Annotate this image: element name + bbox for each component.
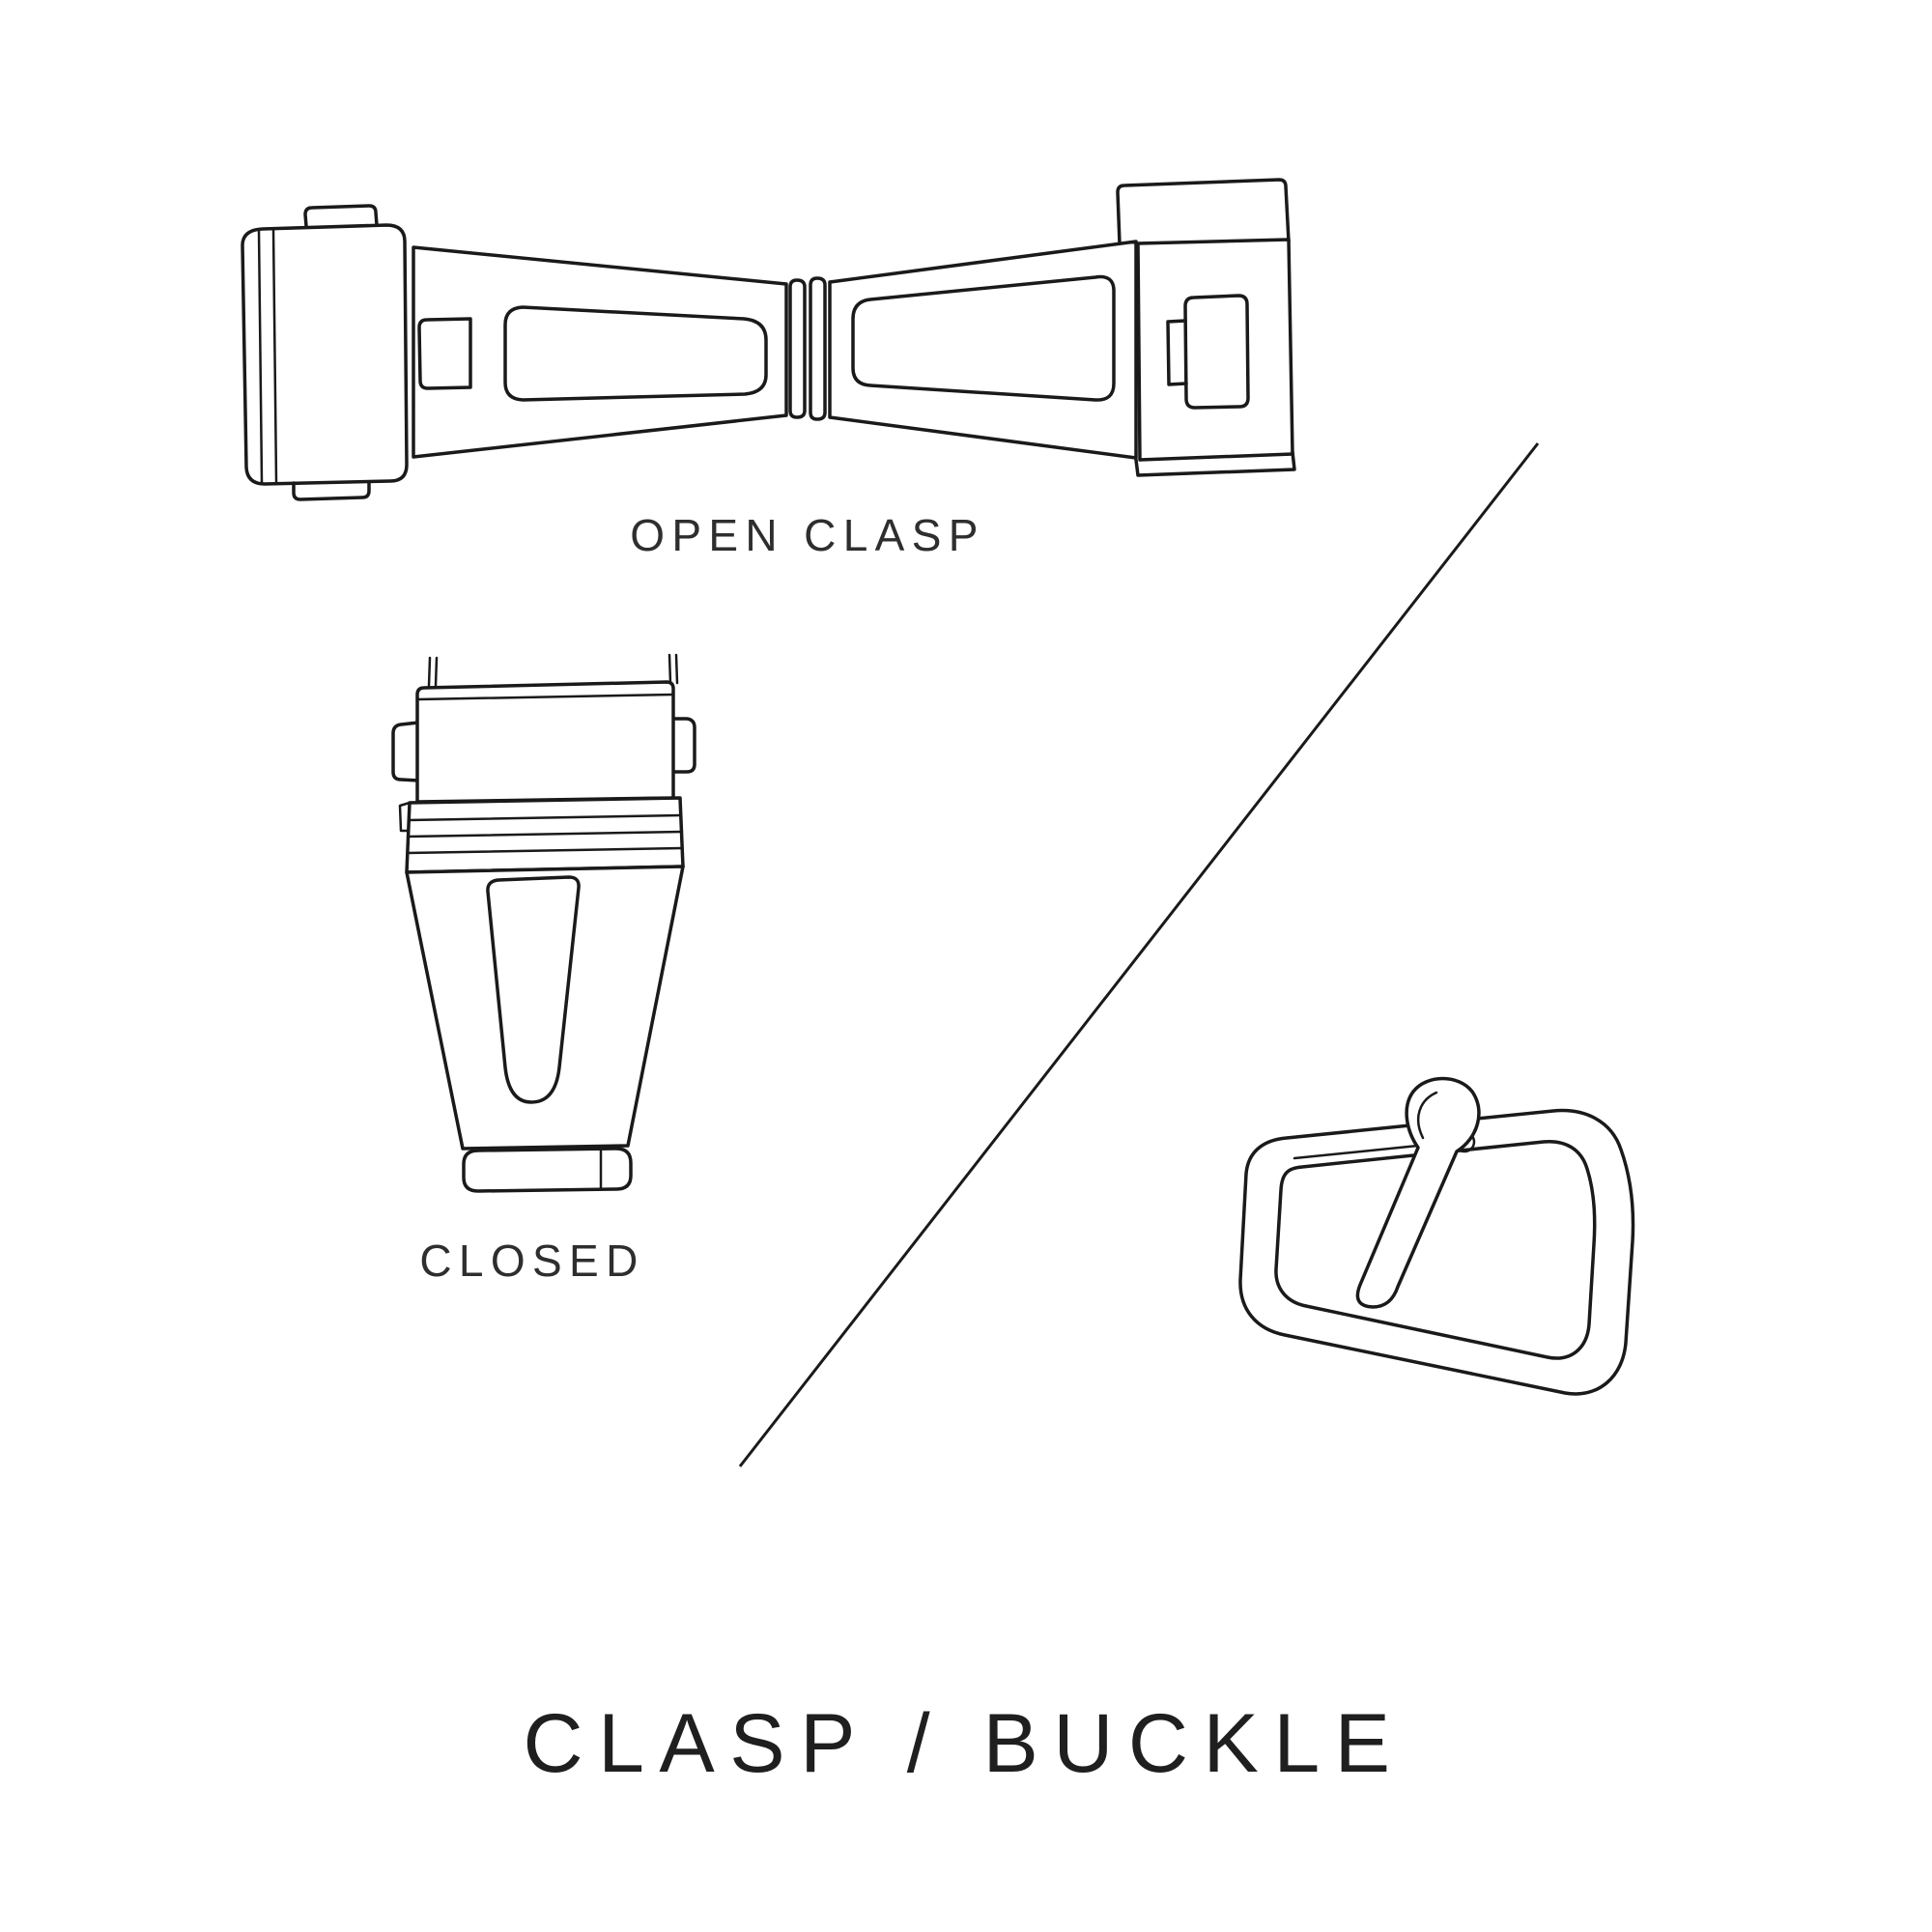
buckle-tongue-loop-line bbox=[1417, 1091, 1438, 1140]
closed-clasp-band-line-1 bbox=[407, 813, 683, 822]
buckle-spring-bar bbox=[1293, 1144, 1420, 1160]
open-clasp-top-bump bbox=[303, 204, 379, 228]
open-clasp-label: OPEN CLASP bbox=[630, 510, 985, 560]
closed-clasp-band-line-2 bbox=[406, 830, 684, 838]
open-clasp-bottom-bump bbox=[292, 480, 371, 501]
divider-line bbox=[738, 442, 1540, 1467]
closed-clasp-foot bbox=[462, 1147, 633, 1193]
open-clasp-left-link bbox=[241, 223, 409, 486]
open-clasp-hinge-bar-1 bbox=[788, 278, 807, 419]
open-clasp-end-top-tab bbox=[1116, 178, 1291, 245]
buckle-frame-outer bbox=[1238, 1108, 1635, 1396]
open-clasp-left-arm bbox=[412, 245, 788, 459]
buckle-frame-inner bbox=[1274, 1140, 1597, 1360]
diagram-title: CLASP / BUCKLE bbox=[523, 1697, 1406, 1790]
open-clasp-left-link-fold-line-1 bbox=[257, 229, 264, 484]
open-clasp-pusher-tab bbox=[417, 317, 472, 390]
open-clasp-right-arm bbox=[828, 240, 1138, 460]
closed-clasp-top-block-line bbox=[415, 693, 675, 701]
open-clasp-left-arm-slot bbox=[503, 305, 768, 402]
open-clasp-end-body bbox=[1136, 238, 1294, 462]
closed-clasp-band-line-3 bbox=[406, 846, 684, 855]
closed-clasp-label: CLOSED bbox=[419, 1236, 645, 1286]
closed-clasp-body bbox=[405, 865, 685, 1151]
open-clasp-hinge-bar-2 bbox=[809, 276, 827, 421]
open-clasp-end-bottom-strip bbox=[1134, 450, 1296, 477]
open-clasp-illustration bbox=[241, 178, 1296, 501]
closed-clasp-band-notch bbox=[398, 801, 412, 833]
buckle-illustration bbox=[1238, 1076, 1635, 1396]
closed-clasp-prong-right bbox=[668, 653, 679, 685]
closed-clasp-body-slot bbox=[486, 875, 581, 1104]
closed-clasp-prong-left bbox=[427, 656, 439, 688]
buckle-tongue bbox=[1355, 1076, 1481, 1309]
closed-clasp-ear-left bbox=[391, 721, 420, 782]
closed-clasp-top-block bbox=[415, 680, 675, 804]
open-clasp-left-link-fold-line-2 bbox=[271, 228, 278, 484]
open-clasp-right-arm-slot bbox=[851, 274, 1116, 402]
closed-clasp-illustration bbox=[391, 653, 696, 1193]
closed-clasp-ear-right bbox=[670, 717, 696, 774]
open-clasp-end-keeper-notch bbox=[1166, 319, 1188, 386]
open-clasp-end-keeper-cutout bbox=[1183, 294, 1250, 410]
